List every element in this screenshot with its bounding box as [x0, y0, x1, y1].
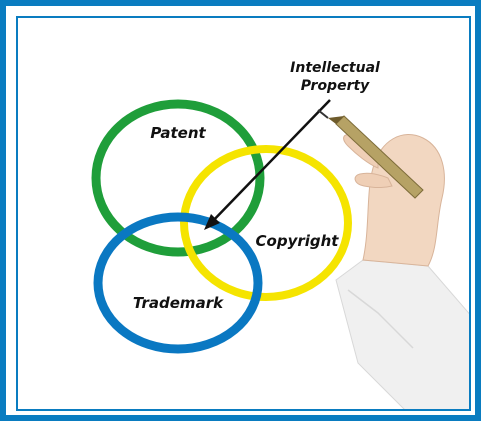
patent-label: Patent [150, 124, 206, 142]
intellectual-property-label-line2: Property [301, 78, 370, 94]
trademark-label: Trademark [133, 294, 224, 312]
patent-circle [91, 99, 265, 257]
intellectual-property-label-line1: Intellectual [290, 60, 380, 76]
trademark-circle [93, 212, 263, 354]
copyright-label: Copyright [256, 232, 340, 250]
copyright-circle [180, 145, 352, 301]
venn-illustration: Patent Copyright Trademark Intellectual … [18, 18, 469, 409]
hand-holding-pen-icon [317, 109, 469, 409]
arrow-pointer-icon [204, 99, 331, 230]
inner-frame: Patent Copyright Trademark Intellectual … [16, 16, 471, 411]
